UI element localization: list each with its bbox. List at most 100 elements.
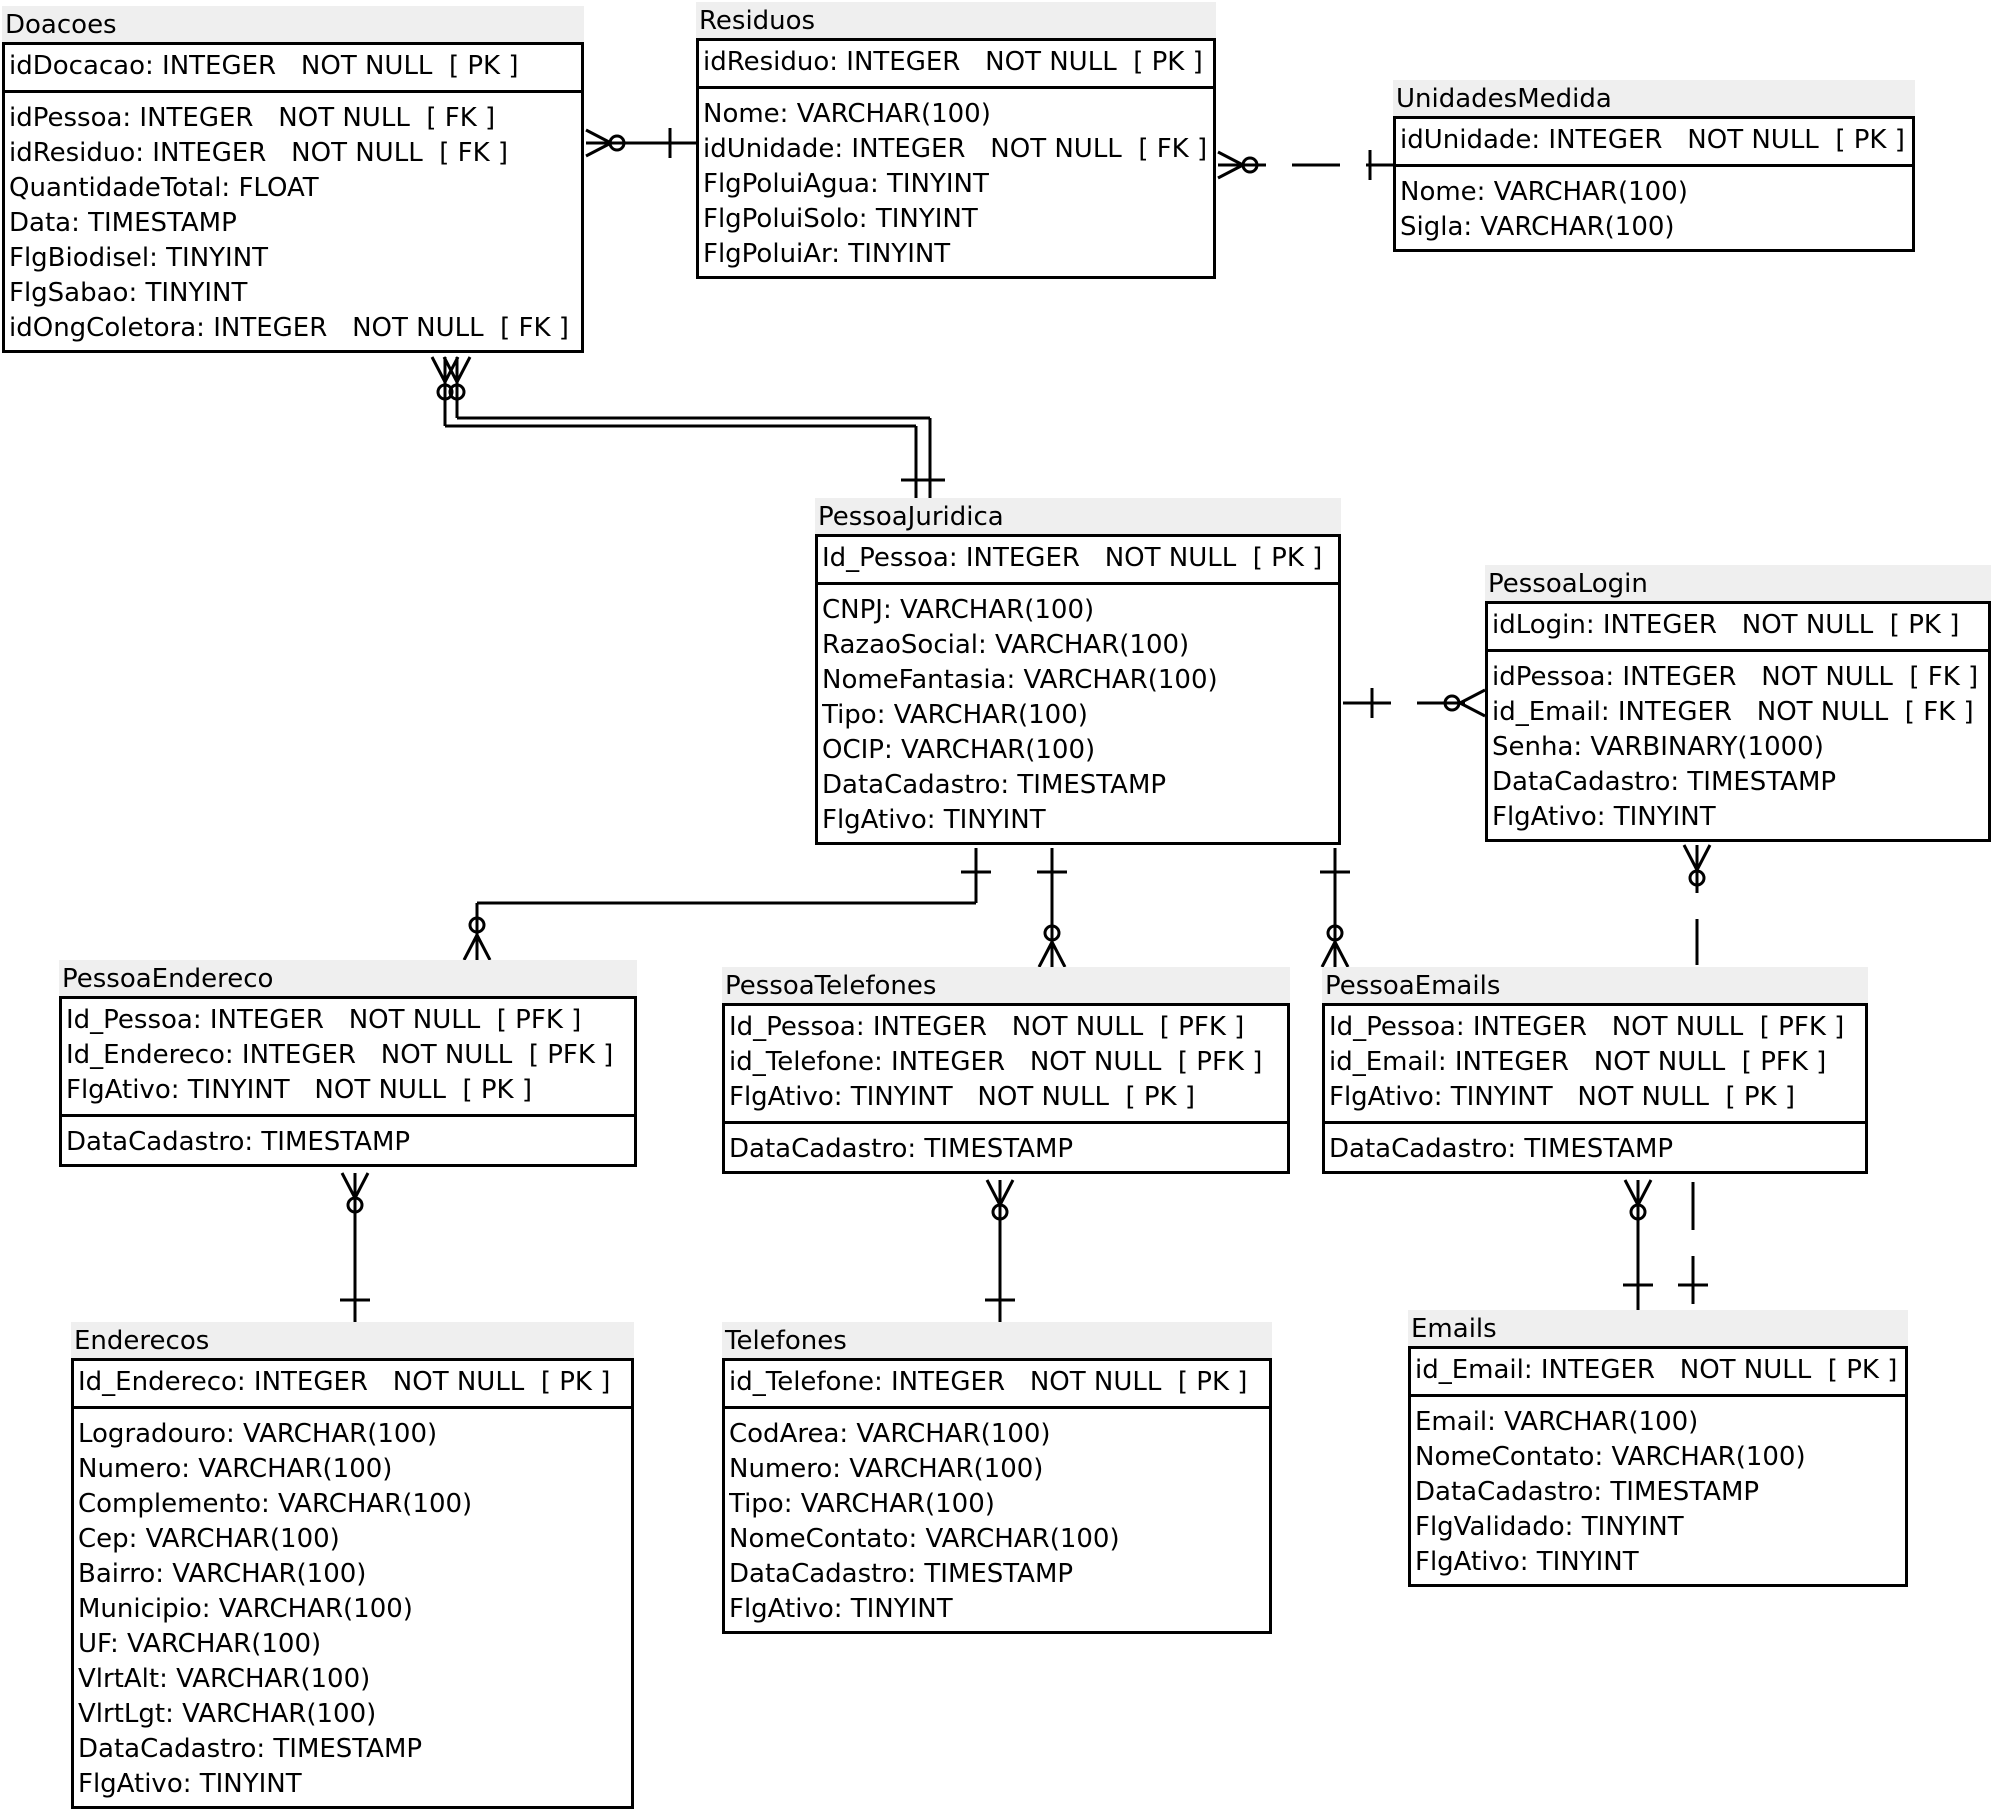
primary-key-section: Id_Pessoa: INTEGER NOT NULL [ PFK ]id_Te…	[725, 1006, 1287, 1124]
primary-key-section: idResiduo: INTEGER NOT NULL [ PK ]	[699, 41, 1213, 89]
zero-circle	[468, 916, 486, 934]
attribute: Nome: VARCHAR(100)	[1400, 177, 1688, 207]
attribute: FlgBiodisel: TINYINT	[9, 243, 269, 273]
primary-key-section: idUnidade: INTEGER NOT NULL [ PK ]	[1396, 119, 1912, 167]
attribute-section: idPessoa: INTEGER NOT NULL [ FK ] idResid…	[5, 93, 581, 350]
attribute: DataCadastro: TIMESTAMP	[66, 1127, 411, 1157]
zero-circle	[1241, 156, 1259, 174]
entity-box: Id_Pessoa: INTEGER NOT NULL [ PFK ] Id_En…	[59, 996, 637, 1167]
entity-title: Enderecos	[71, 1322, 634, 1358]
attribute: FlgAtivo: TINYINT	[822, 805, 1046, 835]
attribute-section: CodArea: VARCHAR(100) Numero: VARCHAR(100…	[725, 1409, 1269, 1631]
attribute-section: Email: VARCHAR(100) NomeContato: VARCHAR(…	[1411, 1397, 1905, 1584]
attribute: NomeFantasia: VARCHAR(100)	[822, 665, 1218, 695]
zero-circle	[1629, 1203, 1647, 1221]
attribute: Numero: VARCHAR(100)	[78, 1454, 393, 1484]
entity-box: id_Email: INTEGER NOT NULL [ PK ]Email: …	[1408, 1346, 1908, 1587]
pk-attribute: id_Telefone: INTEGER NOT NULL [ PK ]	[729, 1367, 1248, 1397]
pk-attribute: id_Telefone: INTEGER NOT NULL [ PFK ]	[729, 1047, 1263, 1077]
attribute: Complemento: VARCHAR(100)	[78, 1489, 473, 1519]
attribute: CNPJ: VARCHAR(100)	[822, 595, 1095, 625]
pk-attribute: Id_Pessoa: INTEGER NOT NULL [ PFK ]	[66, 1005, 582, 1035]
pk-attribute: idDocacao: INTEGER NOT NULL [ PK ]	[9, 51, 519, 81]
attribute: Email: VARCHAR(100)	[1415, 1407, 1699, 1437]
crowfoot	[585, 128, 612, 158]
attribute: Municipio: VARCHAR(100)	[78, 1594, 413, 1624]
attribute: idPessoa: INTEGER NOT NULL [ FK ]	[9, 103, 496, 133]
crowfoot	[1682, 844, 1712, 871]
entity-box: idUnidade: INTEGER NOT NULL [ PK ] Nome: …	[1393, 116, 1915, 252]
entity-box: Id_Endereco: INTEGER NOT NULL [ PK ]Logr…	[71, 1358, 634, 1809]
primary-key-section: Id_Pessoa: INTEGER NOT NULL [ PK ]	[818, 537, 1338, 585]
crowfoot	[1217, 150, 1244, 180]
attribute: DataCadastro: TIMESTAMP	[78, 1734, 423, 1764]
attribute: CodArea: VARCHAR(100)	[729, 1419, 1051, 1449]
crowfoot	[442, 356, 472, 383]
crowfoot	[462, 934, 492, 961]
zero-circle	[1043, 924, 1061, 942]
pk-attribute: id_Email: INTEGER NOT NULL [ PFK ]	[1329, 1047, 1827, 1077]
primary-key-section: Id_Pessoa: INTEGER NOT NULL [ PFK ] Id_En…	[62, 999, 634, 1117]
zero-circle	[1443, 694, 1461, 712]
pk-attribute: FlgAtivo: TINYINT NOT NULL [ PK ]	[729, 1082, 1196, 1112]
entity-box: Id_Pessoa: INTEGER NOT NULL [ PFK ]id_Te…	[722, 1003, 1290, 1174]
attribute: UF: VARCHAR(100)	[78, 1629, 322, 1659]
attribute: RazaoSocial: VARCHAR(100)	[822, 630, 1190, 660]
attribute: FlgValidado: TINYINT	[1415, 1512, 1684, 1542]
entity-box: idDocacao: INTEGER NOT NULL [ PK ] idPess…	[2, 42, 584, 353]
entity-box: idLogin: INTEGER NOT NULL [ PK ]idPessoa…	[1485, 601, 1991, 842]
attribute: FlgSabao: TINYINT	[9, 278, 248, 308]
zero-circle	[991, 1203, 1009, 1221]
attribute: NomeContato: VARCHAR(100)	[1415, 1442, 1806, 1472]
zero-circle	[1688, 869, 1706, 887]
entity-title: PessoaJuridica	[815, 498, 1341, 534]
entity-telefones[interactable]: Telefones id_Telefone: INTEGER NOT NULL […	[722, 1322, 1272, 1634]
attribute: idResiduo: INTEGER NOT NULL [ FK ]	[9, 138, 509, 168]
zero-circle	[1326, 924, 1344, 942]
attribute: DataCadastro: TIMESTAMP	[729, 1134, 1074, 1164]
attribute: idPessoa: INTEGER NOT NULL [ FK ]	[1492, 662, 1979, 692]
attribute-section: idPessoa: INTEGER NOT NULL [ FK ] id_Emai…	[1488, 652, 1988, 839]
attribute: Nome: VARCHAR(100)	[703, 99, 991, 129]
attribute: Logradouro: VARCHAR(100)	[78, 1419, 438, 1449]
attribute: NomeContato: VARCHAR(100)	[729, 1524, 1120, 1554]
attribute: FlgPoluiSolo: TINYINT	[703, 204, 978, 234]
pk-attribute: Id_Endereco: INTEGER NOT NULL [ PFK ]	[66, 1040, 614, 1070]
primary-key-section: idLogin: INTEGER NOT NULL [ PK ]	[1488, 604, 1988, 652]
attribute: Tipo: VARCHAR(100)	[729, 1489, 995, 1519]
attribute: DataCadastro: TIMESTAMP	[1415, 1477, 1760, 1507]
pk-attribute: idResiduo: INTEGER NOT NULL [ PK ]	[703, 47, 1203, 77]
attribute: Data: TIMESTAMP	[9, 208, 237, 238]
attribute: FlgPoluiAr: TINYINT	[703, 239, 951, 269]
attribute: Tipo: VARCHAR(100)	[822, 700, 1088, 730]
entity-title: Telefones	[722, 1322, 1272, 1358]
pk-attribute: Id_Pessoa: INTEGER NOT NULL [ PK ]	[822, 543, 1323, 573]
attribute: id_Email: INTEGER NOT NULL [ FK ]	[1492, 697, 1974, 727]
attribute: VlrtAlt: VARCHAR(100)	[78, 1664, 371, 1694]
entity-title: Residuos	[696, 2, 1216, 38]
attribute-section: CNPJ: VARCHAR(100) RazaoSocial: VARCHAR(1…	[818, 585, 1338, 842]
attribute: idUnidade: INTEGER NOT NULL [ FK ]	[703, 134, 1208, 164]
attribute: FlgAtivo: TINYINT	[1415, 1547, 1639, 1577]
crowfoot	[985, 1179, 1015, 1206]
attribute: Numero: VARCHAR(100)	[729, 1454, 1044, 1484]
attribute: Cep: VARCHAR(100)	[78, 1524, 340, 1554]
entity-box: idResiduo: INTEGER NOT NULL [ PK ] Nome: …	[696, 38, 1216, 279]
attribute: Sigla: VARCHAR(100)	[1400, 212, 1675, 242]
attribute: FlgPoluiAgua: TINYINT	[703, 169, 989, 199]
attribute-section: Nome: VARCHAR(100) idUnidade: INTEGER NOT…	[699, 89, 1213, 276]
entity-title: PessoaLogin	[1485, 565, 1991, 601]
attribute: Bairro: VARCHAR(100)	[78, 1559, 367, 1589]
entity-title: UnidadesMedida	[1393, 80, 1915, 116]
